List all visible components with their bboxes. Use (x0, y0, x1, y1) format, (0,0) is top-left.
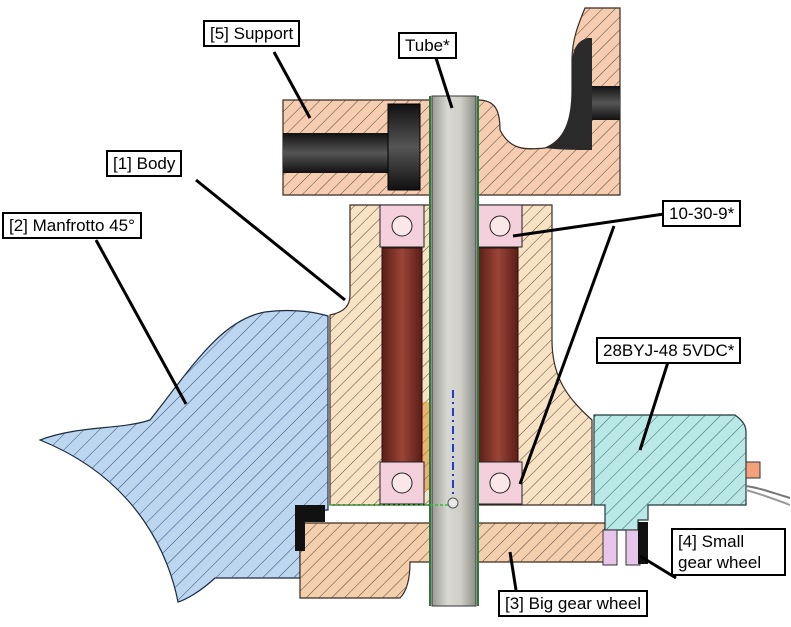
leader-small-gear (639, 554, 677, 580)
bearing-bottom-left (379, 461, 425, 505)
small-gear-part (602, 522, 648, 566)
label-small-gear: [4] Small gear wheel (671, 528, 786, 576)
bearing-bottom-right (477, 461, 523, 505)
leader-body (195, 178, 346, 302)
label-small-gear-line2: gear wheel (678, 553, 762, 572)
label-support: [5] Support (203, 20, 301, 47)
label-small-gear-line1: [4] Small (678, 532, 745, 551)
bearing-top-left (379, 204, 425, 248)
leader-big-gear (508, 551, 518, 591)
tube-part (330, 95, 479, 607)
leader-manfrotto (94, 239, 188, 405)
leader-tube (434, 57, 454, 109)
label-big-gear: [3] Big gear wheel (498, 590, 649, 617)
support-bolt-right (592, 86, 620, 120)
bearing-top-right (477, 204, 523, 248)
label-motor: 28BYJ-48 5VDC* (596, 337, 742, 364)
leader-motor (638, 361, 670, 451)
manfrotto-part (38, 309, 329, 603)
label-bearing: 10-30-9* (662, 200, 742, 227)
label-tube: Tube* (398, 32, 457, 59)
label-body: [1] Body (106, 150, 183, 177)
leader-bearing-bottom (518, 225, 616, 485)
support-bolt-left (283, 103, 421, 191)
leader-bearing-top (512, 212, 665, 238)
leader-support (272, 51, 312, 119)
motor-part (593, 414, 791, 531)
leader-lines (94, 51, 677, 591)
magnet-left (381, 247, 423, 465)
label-manfrotto: [2] Manfrotto 45° (2, 212, 142, 239)
magnet-right (477, 247, 519, 465)
